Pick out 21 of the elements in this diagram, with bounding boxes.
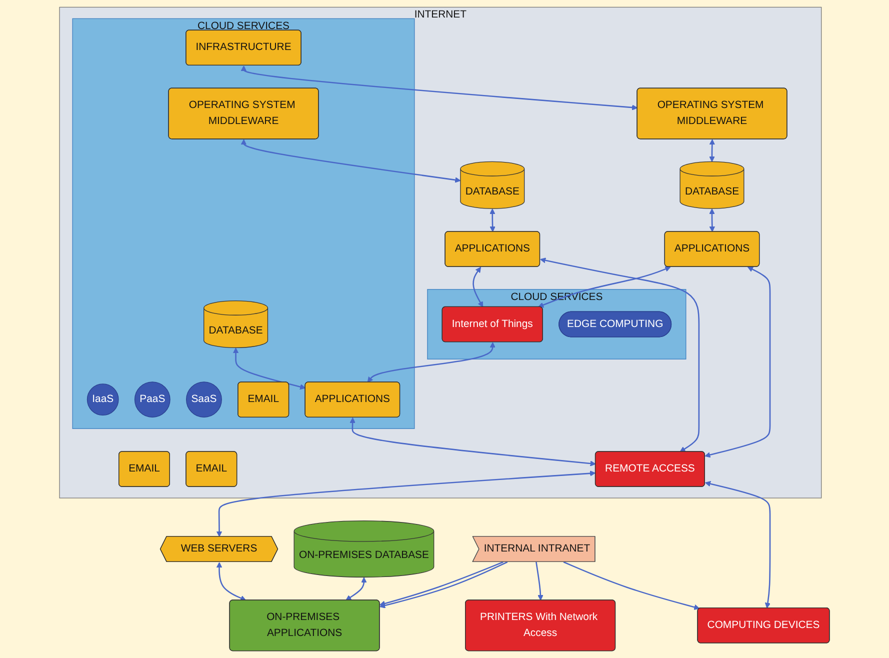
node-circle: SaaS <box>186 382 222 418</box>
arrow <box>240 66 638 110</box>
arrow <box>350 417 596 466</box>
arrow <box>490 208 496 232</box>
arrow <box>538 266 671 308</box>
arrow <box>216 562 246 601</box>
arrow <box>704 266 771 458</box>
node-circle: IaaS <box>86 384 119 416</box>
node-circle: PaaS <box>134 382 170 418</box>
arrow <box>472 266 484 308</box>
arrow <box>346 577 367 601</box>
arrow <box>232 348 306 390</box>
arrow <box>216 470 596 537</box>
arrow <box>563 561 700 610</box>
arrow <box>536 562 544 601</box>
arrow <box>709 208 716 232</box>
arrow <box>709 139 715 162</box>
arrow <box>704 481 771 608</box>
arrow <box>367 342 496 383</box>
arrow <box>240 139 461 183</box>
arrow <box>540 258 700 452</box>
